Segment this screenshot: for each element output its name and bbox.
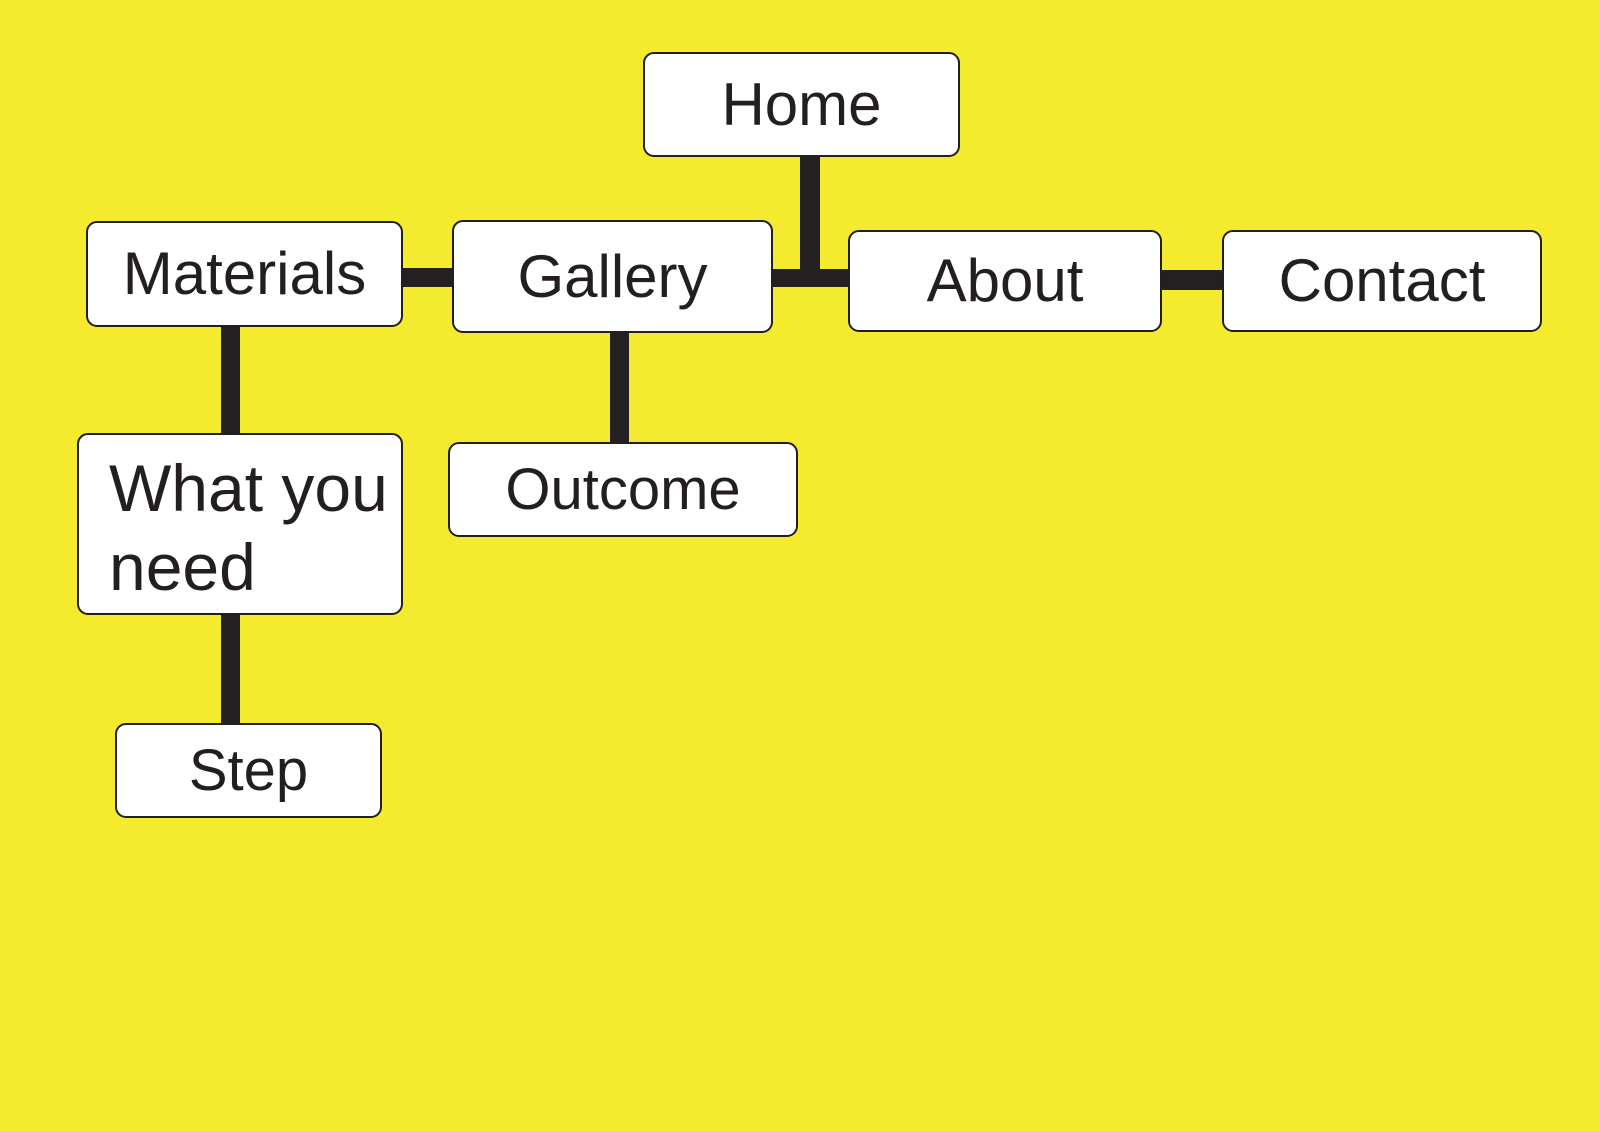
connector-gallery-outcome [610, 331, 629, 444]
node-about-label: About [926, 247, 1084, 314]
node-contact-label: Contact [1278, 247, 1486, 314]
node-step-label: Step [188, 737, 309, 803]
node-what-you-need: What you need [77, 433, 403, 615]
connector-home-to-nav-row [800, 155, 820, 287]
node-home-label: Home [721, 70, 882, 138]
node-materials: Materials [86, 221, 403, 327]
connector-about-contact [1160, 270, 1224, 290]
node-home: Home [643, 52, 960, 157]
connector-whatyouneed-step [221, 613, 240, 725]
node-outcome-label: Outcome [505, 456, 741, 522]
connector-gallery-about [770, 269, 851, 287]
node-step: Step [115, 723, 382, 818]
node-outcome: Outcome [448, 442, 798, 537]
node-contact: Contact [1222, 230, 1542, 332]
node-gallery-label: Gallery [517, 242, 708, 310]
node-gallery: Gallery [452, 220, 773, 333]
node-about: About [848, 230, 1162, 332]
connector-materials-gallery [400, 268, 455, 287]
node-what-you-need-label: What you need [109, 451, 388, 605]
node-materials-label: Materials [122, 240, 367, 307]
connector-materials-whatyouneed [221, 325, 240, 435]
